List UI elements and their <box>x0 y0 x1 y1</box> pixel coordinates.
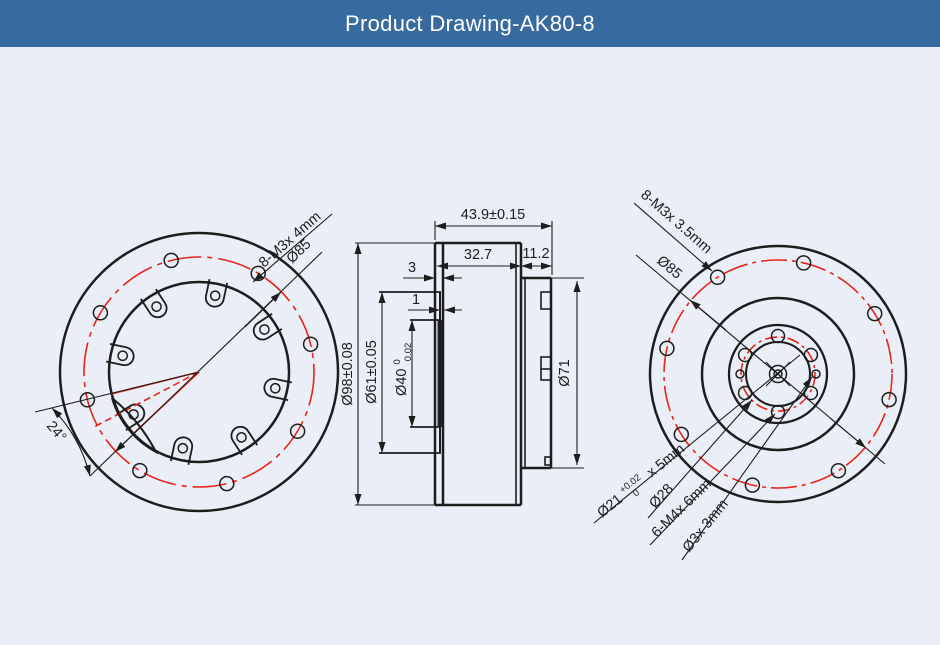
side-dim-diameters: Ø98±0.08 Ø61±0.05 Ø40 0 0.02 Ø71 <box>340 242 584 506</box>
side-flange-thickness-label: 3 <box>408 260 416 276</box>
back-boss-circle <box>700 296 856 452</box>
drawing-canvas: 24° 8-M3x 4mm Ø85 <box>0 47 940 645</box>
back-bolt-holes <box>659 255 897 493</box>
side-rear-diameter-label: Ø71 <box>557 359 573 386</box>
side-step-width-label: 1 <box>412 292 420 308</box>
side-view: 43.9±0.15 32.7 11.2 3 1 Ø98±0.08 Ø61±0.0… <box>340 207 584 507</box>
front-angle-label: 24° <box>43 418 69 445</box>
side-outer-diameter-label: Ø98±0.08 <box>340 342 356 406</box>
side-pilot-diameter-label: Ø61±0.05 <box>364 340 380 404</box>
side-rear-cover <box>521 276 553 470</box>
front-angle-construction <box>91 371 200 435</box>
side-connector-tab <box>544 456 552 466</box>
back-outer-circle <box>648 244 908 504</box>
back-pin-hole-callout: Ø3x 3mm <box>680 376 813 561</box>
back-hub-circle <box>727 323 829 425</box>
side-body-outline <box>433 241 523 507</box>
back-pin-holes <box>735 369 821 379</box>
front-bolt-centerline-circle <box>83 256 315 488</box>
front-view: 24° 8-M3x 4mm Ø85 <box>34 209 340 513</box>
front-bolt-circle-dimension <box>89 251 323 477</box>
side-dim-overall: 43.9±0.15 <box>434 207 553 275</box>
back-thread-label: 8-M3x 3.5mm <box>637 187 714 257</box>
page-title: Product Drawing-AK80-8 <box>345 10 595 36</box>
side-dim-flange: 3 1 <box>403 260 462 314</box>
technical-drawing-svg: 24° 8-M3x 4mm Ø85 <box>34 187 908 561</box>
front-cutaway-lens <box>111 397 159 455</box>
side-connector-tab <box>540 291 552 310</box>
back-bolt-circle-label: Ø85 <box>653 253 684 283</box>
back-bolt-centerline-circle <box>663 259 893 489</box>
side-body-length-label: 32.7 <box>464 247 492 263</box>
side-dim-body: 32.7 11.2 <box>437 246 552 270</box>
front-bolt-holes <box>79 252 319 492</box>
side-overall-length-label: 43.9±0.15 <box>461 207 525 223</box>
side-bore-diameter-label: Ø40 0 0.02 <box>388 343 414 396</box>
back-thread-callout: 8-M3x 3.5mm <box>633 187 715 272</box>
front-inner-circle <box>107 280 291 464</box>
front-angle-dimension: 24° <box>34 371 200 477</box>
title-bar: Product Drawing-AK80-8 <box>0 0 940 47</box>
back-view: Ø85 8-M3x 3.5mm Ø21 +0.02 0 x 5mm Ø28 6-… <box>593 187 908 561</box>
side-rear-length-label: 11.2 <box>522 246 549 262</box>
back-hub-centerline-circle <box>740 336 816 412</box>
side-face-steps <box>379 291 441 454</box>
front-outer-circle <box>58 231 340 513</box>
